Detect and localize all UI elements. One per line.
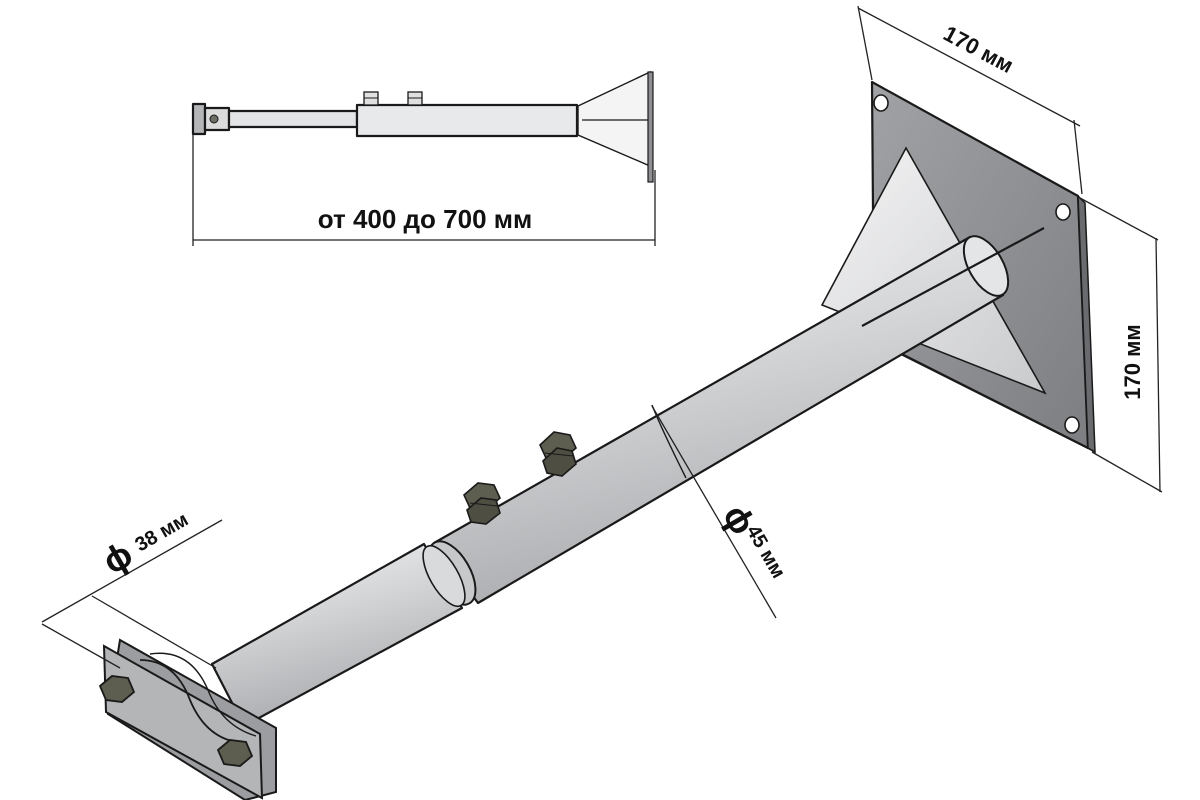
- outer-diameter-label: 45 мм: [742, 522, 790, 583]
- bolt-icon: [539, 431, 577, 477]
- hex-nut-icon: [98, 675, 136, 703]
- pipe-clamp: [98, 638, 277, 800]
- side-view-bolt-icon: [363, 91, 379, 106]
- inner-diameter-dimension: ϕ 38 мм: [41, 509, 223, 669]
- mounting-hole-icon: [1064, 416, 1080, 434]
- side-view-fin: [577, 70, 651, 168]
- inner-tube: [210, 542, 466, 728]
- hex-nut-icon: [216, 739, 254, 767]
- perspective-view: 170 мм 170 мм ϕ 38 мм ϕ 45 мм: [41, 5, 1163, 800]
- plate-height-label: 170 мм: [1120, 324, 1145, 399]
- plate-width-label: 170 мм: [939, 21, 1017, 78]
- side-view: от 400 до 700 мм: [191, 70, 656, 246]
- side-view-wall-plate: [647, 71, 654, 183]
- inner-diameter-label: 38 мм: [132, 509, 193, 557]
- outer-tube: [427, 227, 1045, 606]
- side-view-bolt-icon: [209, 114, 219, 124]
- side-view-inner-tube: [227, 109, 359, 129]
- side-view-outer-tube: [355, 103, 579, 138]
- mounting-hole-icon: [1055, 203, 1071, 221]
- side-view-clamp-plate: [191, 102, 207, 136]
- side-view-bolt-icon: [407, 91, 423, 106]
- bolt-icon: [463, 482, 501, 525]
- plate-height-dimension: 170 мм: [1079, 197, 1163, 493]
- length-label: от 400 до 700 мм: [318, 204, 532, 234]
- mounting-hole-icon: [873, 94, 889, 112]
